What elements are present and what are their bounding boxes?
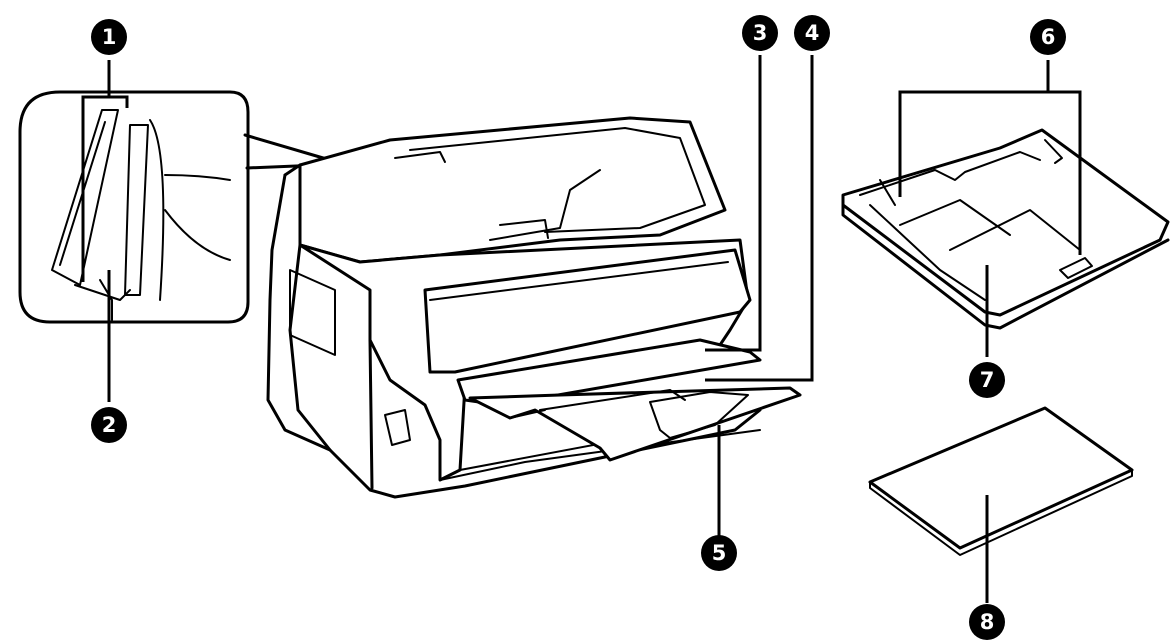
callout-leader-lines — [81, 55, 1082, 603]
callout-8: 8 — [969, 604, 1005, 640]
svg-text:2: 2 — [102, 413, 117, 437]
svg-text:8: 8 — [980, 610, 995, 634]
callout-4: 4 — [794, 15, 830, 51]
callout-6: 6 — [1030, 19, 1066, 55]
callout-5: 5 — [701, 535, 737, 571]
svg-text:1: 1 — [102, 25, 117, 49]
cassette-cover — [868, 406, 1134, 556]
rear-feed-zoom-inset — [18, 90, 332, 324]
svg-text:6: 6 — [1041, 25, 1056, 49]
callout-7: 7 — [969, 362, 1005, 398]
svg-text:4: 4 — [805, 21, 820, 45]
callout-3: 3 — [742, 15, 778, 51]
paper-cassette — [841, 128, 1170, 330]
svg-text:3: 3 — [753, 21, 768, 45]
callout-2: 2 — [91, 407, 127, 443]
callout-1: 1 — [91, 19, 127, 55]
svg-text:5: 5 — [712, 541, 727, 565]
printer-body — [266, 116, 802, 499]
svg-text:7: 7 — [980, 368, 995, 392]
